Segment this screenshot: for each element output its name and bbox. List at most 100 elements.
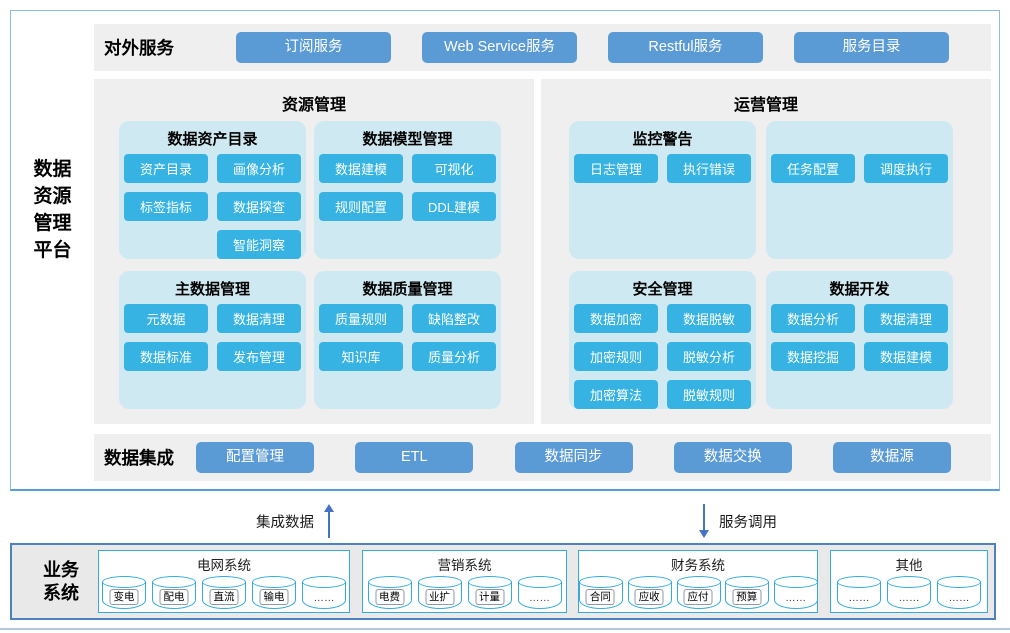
feature-node: 数据分析 (771, 304, 855, 333)
database-cylinder-icon: 配电 (152, 576, 196, 612)
cylinder-label: 合同 (585, 589, 615, 605)
platform-title-line: 数据 (33, 159, 72, 180)
cylinder-label: 应付 (683, 589, 713, 605)
database-cylinder-icon: 输电 (252, 576, 296, 612)
business-systems-title: 业务系统 (30, 559, 92, 605)
feature-node: 数据探查 (217, 192, 301, 221)
feature-node: 数据清理 (864, 304, 948, 333)
feature-grid: 日志管理执行错误 (569, 151, 756, 183)
database-cylinder-icon: 直流 (202, 576, 246, 612)
external-services-label: 对外服务 (104, 38, 174, 58)
database-cylinder-icon: 变电 (102, 576, 146, 612)
database-cylinder-icon: …… (887, 576, 931, 612)
integrate-data-label: 集成数据 (256, 514, 314, 531)
database-cylinder-icon: 合同 (579, 576, 623, 612)
platform-title: 数据资源管理平台 (11, 156, 94, 264)
cylinder-row: …… …… …… (831, 576, 987, 612)
feature-grid: 数据分析数据清理数据挖掘数据建模 (766, 301, 953, 371)
feature-node: 质量规则 (319, 304, 403, 333)
database-cylinder-icon: 应付 (676, 576, 721, 612)
database-cylinder-icon: …… (517, 576, 562, 612)
service-call-label: 服务调用 (719, 514, 777, 531)
integration-node: 数据交换 (673, 442, 792, 473)
operation-management-panel: 运营管理 监控警告 日志管理执行错误 任务配置调度执行 安全管理 数据加密数据脱… (541, 79, 991, 424)
feature-node: 知识库 (319, 342, 403, 371)
business-title-line: 系统 (43, 583, 79, 603)
cylinder-row: 变电 配电 直流 输电 …… (99, 576, 349, 612)
service-node: Web Service服务 (422, 32, 577, 63)
subbox-title: 安全管理 (632, 281, 693, 298)
database-cylinder-icon: …… (837, 576, 881, 612)
cylinder-label: 业扩 (425, 589, 454, 605)
database-cylinder-icon: …… (937, 576, 981, 612)
cylinder-label: 变电 (109, 589, 139, 605)
business-title-line: 业务 (43, 560, 79, 580)
feature-node: 执行错误 (667, 154, 751, 183)
service-node: 服务目录 (794, 32, 949, 63)
business-systems-container: 业务系统 电网系统 变电 配电 直流 输电 …… (10, 543, 996, 620)
subbox-monitor-alert: 监控警告 日志管理执行错误 (569, 121, 756, 259)
feature-node: 资产目录 (124, 154, 208, 183)
feature-node: 标签指标 (124, 192, 208, 221)
database-cylinder-icon: …… (302, 576, 346, 612)
feature-node: 脱敏规则 (667, 380, 751, 409)
feature-node: 脱敏分析 (667, 342, 751, 371)
database-cylinder-icon: 计量 (467, 576, 512, 612)
feature-node: 日志管理 (574, 154, 658, 183)
integration-node: 配置管理 (196, 442, 314, 473)
feature-node: 任务配置 (771, 154, 855, 183)
cylinder-label: 电费 (375, 589, 404, 605)
arrow-down-icon (698, 504, 710, 538)
subbox-title (766, 121, 953, 151)
subbox-title: 数据开发 (829, 281, 890, 298)
subbox-master-data-mgmt: 主数据管理 元数据数据清理数据标准发布管理 (119, 271, 306, 409)
group-marketing-system: 营销系统 电费 业扩 计量 …… (362, 550, 567, 613)
cylinder-label: …… (898, 592, 920, 604)
cylinder-label: 计量 (475, 589, 504, 605)
group-title: 其他 (895, 558, 923, 573)
database-cylinder-icon: …… (774, 576, 819, 612)
feature-node: 数据脱敏 (667, 304, 751, 333)
feature-grid: 数据加密数据脱敏加密规则脱敏分析加密算法脱敏规则 (569, 301, 756, 409)
feature-node: 数据挖掘 (771, 342, 855, 371)
subbox-task-schedule: 任务配置调度执行 (766, 121, 953, 259)
subbox-data-quality-mgmt: 数据质量管理 质量规则缺陷整改知识库质量分析 (314, 271, 501, 409)
cylinder-row: 合同 应收 应付 预算 …… (579, 576, 819, 612)
subbox-title: 监控警告 (632, 131, 693, 148)
feature-node: 发布管理 (217, 342, 301, 371)
integration-node: 数据源 (833, 442, 951, 473)
cylinder-label: …… (313, 592, 335, 604)
subbox-data-development: 数据开发 数据分析数据清理数据挖掘数据建模 (766, 271, 953, 409)
resource-management-panel: 资源管理 数据资产目录 资产目录画像分析标签指标数据探查智能洞察 数据模型管理 … (94, 79, 534, 424)
group-other-systems: 其他 …… …… …… (830, 550, 988, 613)
subbox-security-mgmt: 安全管理 数据加密数据脱敏加密规则脱敏分析加密算法脱敏规则 (569, 271, 756, 409)
bottom-divider (0, 628, 1010, 630)
service-node: 订阅服务 (236, 32, 391, 63)
feature-grid: 任务配置调度执行 (766, 151, 953, 183)
cylinder-label: 直流 (209, 589, 239, 605)
integrate-data-flow: 集成数据 (256, 503, 335, 539)
subbox-title: 主数据管理 (174, 281, 250, 298)
cylinder-label: 配电 (159, 589, 189, 605)
group-title: 电网系统 (197, 558, 251, 573)
feature-node: 加密算法 (574, 380, 658, 409)
feature-node: 智能洞察 (217, 230, 301, 259)
database-cylinder-icon: 业扩 (417, 576, 462, 612)
subbox-title: 数据质量管理 (362, 281, 453, 298)
cylinder-label: …… (785, 592, 807, 604)
database-cylinder-icon: 应收 (627, 576, 672, 612)
subbox-data-asset-catalog: 数据资产目录 资产目录画像分析标签指标数据探查智能洞察 (119, 121, 306, 259)
feature-node: 数据建模 (864, 342, 948, 371)
feature-node: 调度执行 (864, 154, 948, 183)
feature-grid: 元数据数据清理数据标准发布管理 (119, 301, 306, 371)
group-finance-system: 财务系统 合同 应收 应付 预算 …… (578, 550, 819, 613)
feature-grid: 资产目录画像分析标签指标数据探查智能洞察 (119, 151, 306, 259)
feature-node: 加密规则 (574, 342, 658, 371)
